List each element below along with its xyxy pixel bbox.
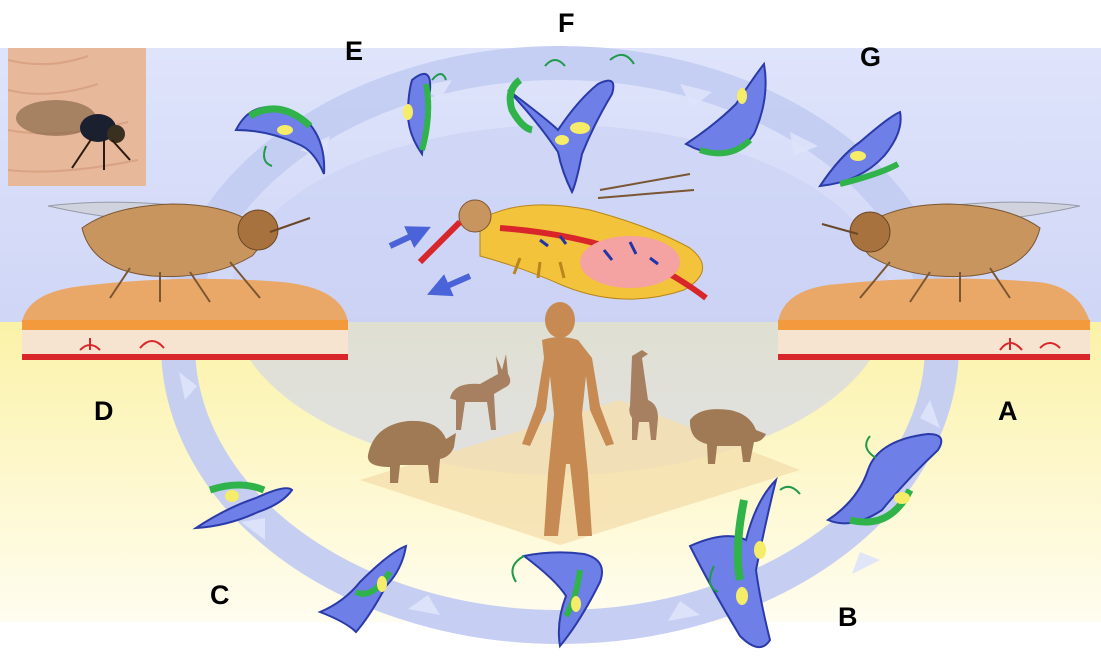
skin-left <box>22 279 348 360</box>
tsetse-fly-photo <box>8 48 146 186</box>
label-e: E <box>345 38 363 65</box>
skin-right <box>778 278 1090 360</box>
label-g: G <box>860 44 881 71</box>
label-d: D <box>94 398 114 425</box>
label-a: A <box>998 398 1018 425</box>
label-c: C <box>210 582 230 609</box>
label-f: F <box>558 10 575 37</box>
label-b: B <box>838 604 858 631</box>
